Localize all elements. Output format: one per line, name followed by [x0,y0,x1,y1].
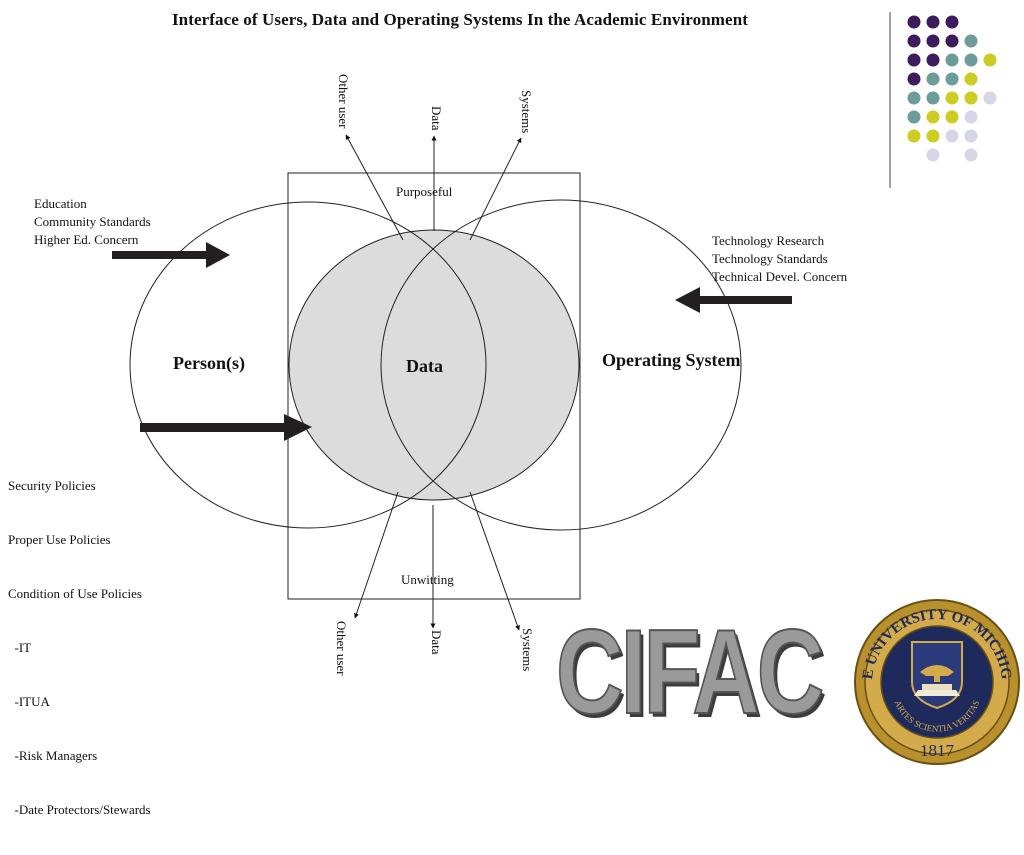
person-ellipse [129,201,487,529]
slide-title: Interface of Users, Data and Operating S… [171,10,749,29]
technology-list: Technology Research Technology Standards… [712,232,847,286]
decorative-dot [926,72,940,86]
decorative-dot [964,148,978,162]
arrow-top-other-user [345,134,404,241]
arrow-top-systems [469,137,522,241]
decorative-dot [945,15,959,29]
decorative-dot [907,91,921,105]
decorative-dot [926,129,940,143]
vertical-divider-line [889,12,891,188]
decorative-dot [926,34,940,48]
top-data-label: Data [429,106,444,131]
decorative-dot [945,110,959,124]
list-item: Education [34,196,87,211]
decorative-dot [983,91,997,105]
education-list: Education Community Standards Higher Ed.… [34,195,151,249]
list-item: Technical Devel. Concern [712,269,848,284]
list-item: Condition of Use Policies [8,586,142,601]
cifac-logo: CIFAC [555,605,825,739]
bold-arrow-policies [140,414,312,441]
list-item: Technology Standards [712,251,828,266]
list-item: Proper Use Policies [8,532,111,547]
venn-diagram [112,134,792,631]
list-item: -Date Protectors/Stewards [8,802,151,817]
decorative-dot [945,53,959,67]
unwitting-label: Unwitting [401,572,454,587]
bottom-data-label: Data [429,630,444,655]
data-label: Data [406,356,443,376]
decorative-dot [926,91,940,105]
decorative-dot [964,34,978,48]
decorative-dot [926,110,940,124]
decorative-dot [907,110,921,124]
arrow-bottom-other-user [354,491,399,619]
bottom-other-user-label: Other user [334,621,349,676]
decorative-dot [964,110,978,124]
top-other-user-label: Other user [336,74,351,129]
top-systems-label: Systems [519,90,534,134]
list-item: -IT [8,640,32,655]
bottom-systems-label: Systems [520,628,535,672]
decorative-dot [964,53,978,67]
arrow-bottom-systems [469,491,520,631]
seal-year: 1817 [920,741,955,760]
list-item: Community Standards [34,214,151,229]
list-item: Technology Research [712,233,825,248]
list-item: Security Policies [8,478,96,493]
os-ellipse [380,199,742,531]
os-label: Operating System [602,350,741,370]
decorative-dot [907,15,921,29]
bold-arrow-technology [675,287,792,313]
policies-list: Security Policies Proper Use Policies Co… [8,441,151,855]
decorative-dot [983,53,997,67]
decorative-dot [907,53,921,67]
decorative-dot [907,34,921,48]
slide: Interface of Users, Data and Operating S… [8,10,1020,817]
university-seal: THE UNIVERSITY OF MICHIGAN ARTES SCIENTI… [850,596,1020,765]
decorative-dot [926,53,940,67]
decorative-dot [945,34,959,48]
bold-arrow-education [112,242,230,268]
decorative-dot-grid [907,15,997,162]
decorative-dot [907,129,921,143]
list-item: -ITUA [8,694,50,709]
decorative-dot [945,91,959,105]
decorative-dot [926,15,940,29]
decorative-dot [926,148,940,162]
decorative-dot [964,129,978,143]
decorative-dot [945,129,959,143]
decorative-dot [964,72,978,86]
decorative-dot [945,72,959,86]
decorative-dot [907,72,921,86]
list-item: -Risk Managers [8,748,98,763]
purposeful-label: Purposeful [396,184,453,199]
decorative-dot [964,91,978,105]
list-item: Higher Ed. Concern [34,232,139,247]
person-label: Person(s) [173,353,245,373]
